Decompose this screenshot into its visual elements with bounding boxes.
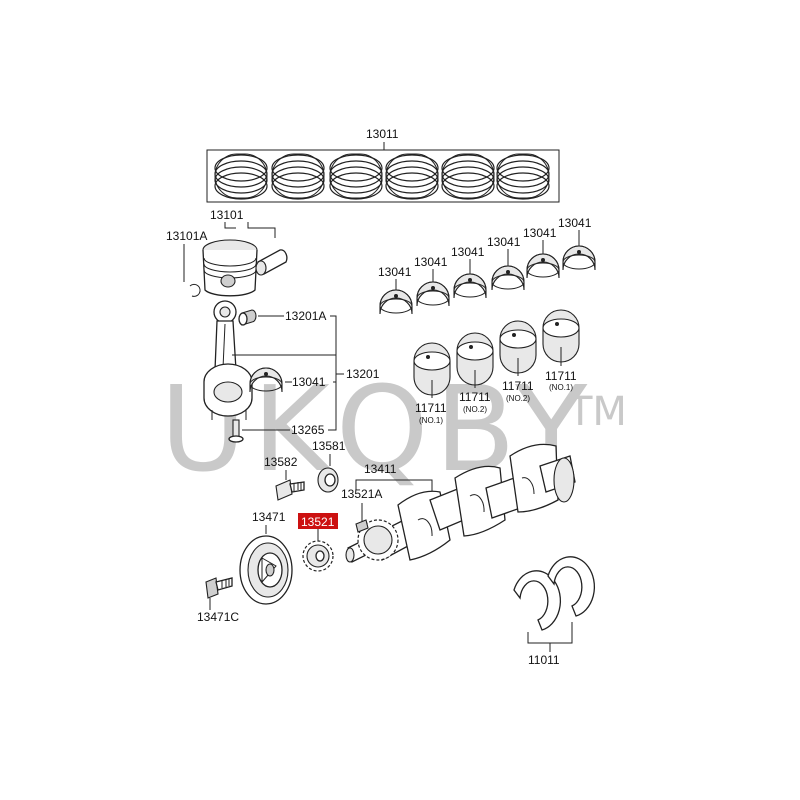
rod-bushing[interactable] <box>238 309 257 326</box>
svg-text:11711: 11711 <box>415 401 447 415</box>
label-thrust-washer: 11011 <box>528 653 560 667</box>
svg-text:13041: 13041 <box>378 265 412 279</box>
svg-text:11711: 11711 <box>459 390 491 404</box>
svg-text:11711: 11711 <box>545 369 577 383</box>
crank-pulley[interactable] <box>239 535 293 605</box>
svg-text:11711: 11711 <box>502 379 534 393</box>
svg-text:13041: 13041 <box>487 235 521 249</box>
highlight-box <box>298 513 338 529</box>
washer[interactable] <box>317 467 339 493</box>
main-bearing-labels: 11711 (NO.1) 11711 (NO.2) 11711 (NO.2) 1… <box>415 369 577 425</box>
svg-text:(NO.1): (NO.1) <box>419 416 443 425</box>
label-pulley: 13471 <box>252 510 286 524</box>
label-bushing: 13201A <box>285 309 326 323</box>
label-key: 13521A <box>341 487 382 501</box>
upper-bearing-labels: 13041 13041 13041 13041 13041 13041 <box>378 216 592 290</box>
label-pulley-bolt: 13471C <box>197 610 239 624</box>
svg-text:(NO.2): (NO.2) <box>506 394 530 403</box>
snap-ring[interactable] <box>189 283 201 297</box>
svg-text:13041: 13041 <box>414 255 448 269</box>
label-rod-bearing: 13041 <box>292 375 326 389</box>
sprocket-label-highlight[interactable]: 13521 <box>298 513 338 529</box>
label-rings: 13011 <box>366 127 399 141</box>
timing-sprocket[interactable] <box>302 540 334 572</box>
piston[interactable] <box>202 239 258 297</box>
crankshaft[interactable] <box>345 443 576 563</box>
label-piston: 13101 <box>210 208 244 222</box>
crank-key[interactable] <box>355 519 369 533</box>
connecting-rod[interactable] <box>203 300 253 420</box>
label-crankshaft: 13411 <box>364 462 397 476</box>
label-snap-ring: 13101A <box>166 229 207 243</box>
pulley-bolt[interactable] <box>205 577 233 599</box>
rod-bolt[interactable] <box>228 419 244 443</box>
svg-text:(NO.1): (NO.1) <box>549 383 573 392</box>
label-rod: 13201 <box>346 367 380 381</box>
label-rod-bolt: 13265 <box>291 423 325 437</box>
upper-bearing-shells[interactable] <box>379 245 596 315</box>
svg-text:(NO.2): (NO.2) <box>463 405 487 414</box>
piston-ring-set[interactable] <box>206 142 560 203</box>
label-crank-bolt: 13582 <box>264 455 298 469</box>
crank-bolt[interactable] <box>275 479 305 501</box>
svg-text:TM: TM <box>567 389 627 435</box>
svg-text:13041: 13041 <box>558 216 592 230</box>
svg-text:13041: 13041 <box>523 226 557 240</box>
piston-pin[interactable] <box>255 249 288 276</box>
crank-nose-gear <box>357 519 399 561</box>
label-sprocket: 13521 <box>301 515 335 529</box>
thrust-washers[interactable] <box>513 556 596 631</box>
label-washer: 13581 <box>312 439 346 453</box>
svg-text:13041: 13041 <box>451 245 485 259</box>
